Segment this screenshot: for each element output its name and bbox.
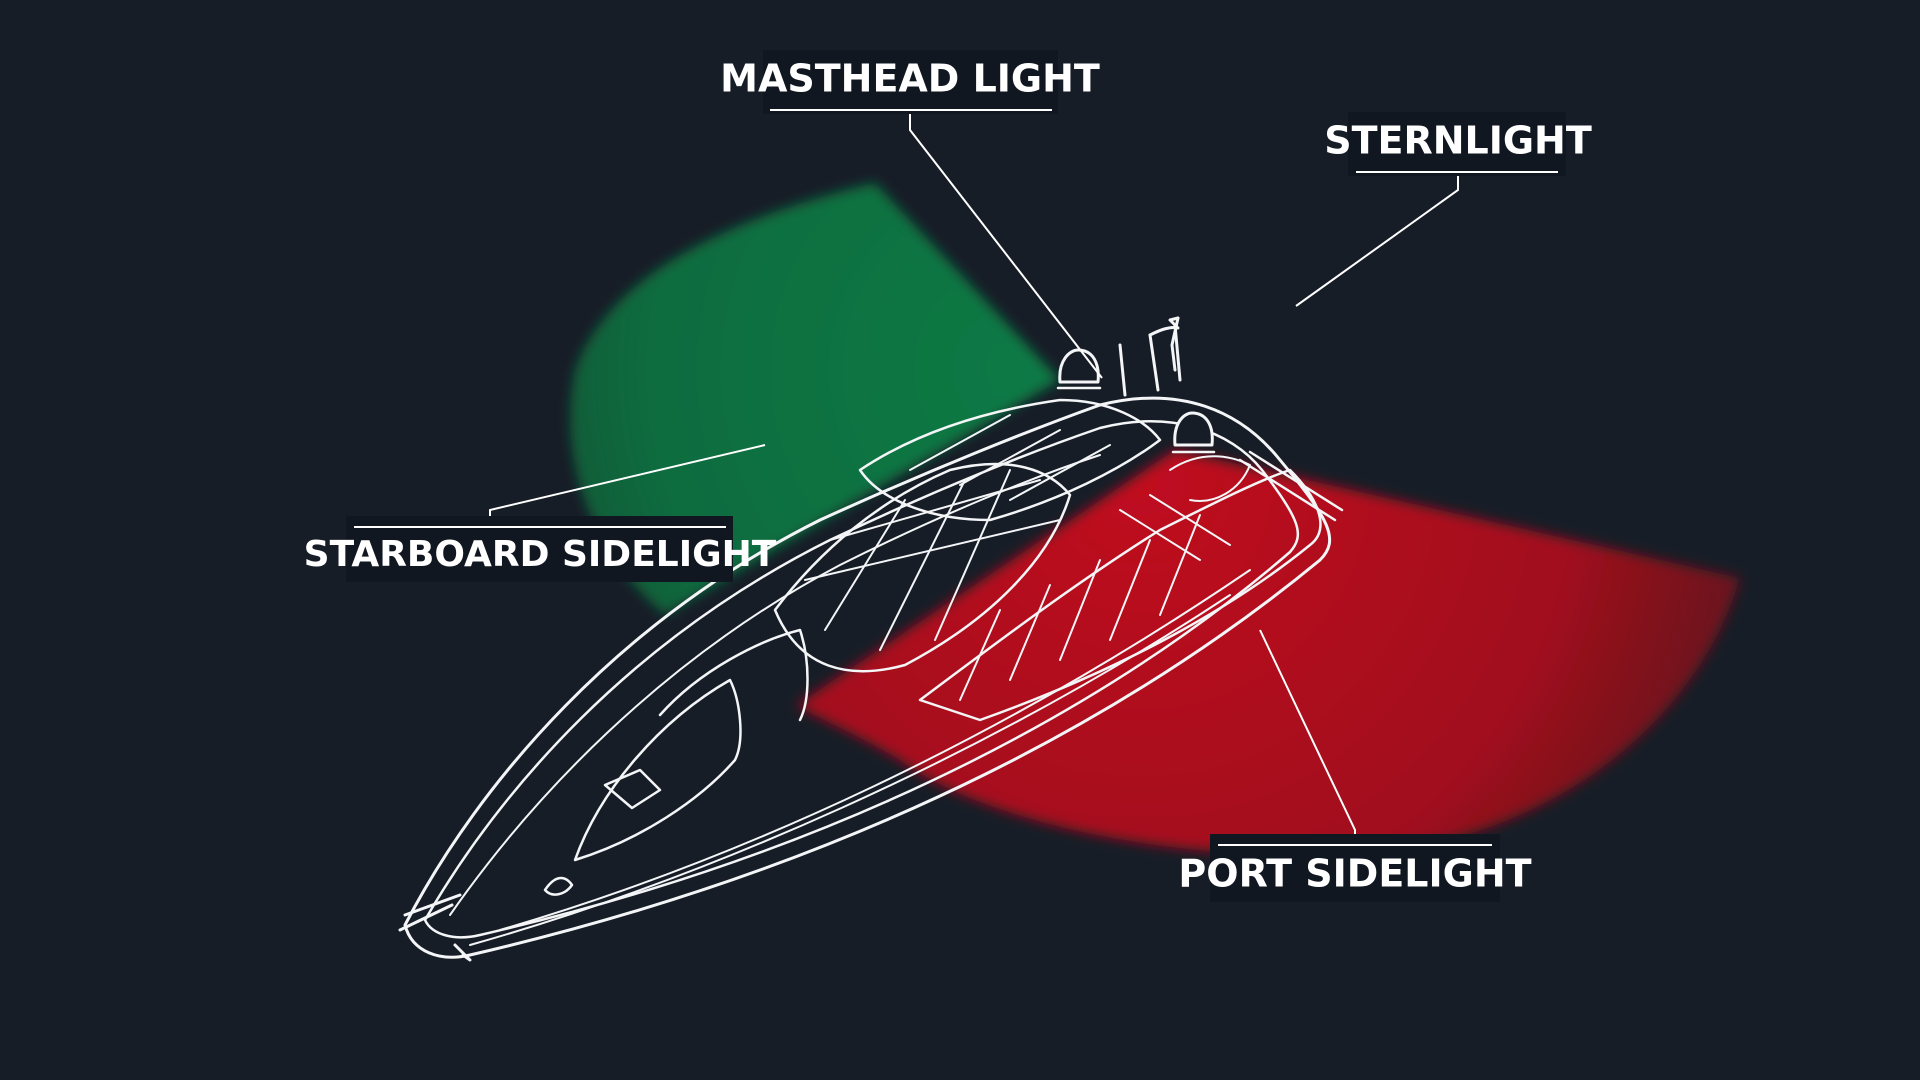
port-light-sector (797, 450, 1740, 855)
masthead-light-label-text: MASTHEAD LIGHT (720, 57, 1100, 101)
starboard-sidelight-label: STARBOARD SIDELIGHT (304, 516, 777, 582)
sternlight-label-text: STERNLIGHT (1324, 119, 1592, 163)
port-sidelight-label-text: PORT SIDELIGHT (1178, 852, 1531, 896)
boat-outline (398, 316, 1344, 962)
sternlight-leader-line (1295, 172, 1459, 307)
port-sidelight-label: PORT SIDELIGHT (1178, 834, 1532, 902)
starboard-light-sector (570, 183, 1060, 615)
masthead-leader-line (909, 110, 1103, 379)
starboard-sidelight-label-text: STARBOARD SIDELIGHT (304, 534, 777, 575)
sternlight-label: STERNLIGHT (1324, 112, 1592, 176)
masthead-light-label: MASTHEAD LIGHT (720, 50, 1100, 114)
